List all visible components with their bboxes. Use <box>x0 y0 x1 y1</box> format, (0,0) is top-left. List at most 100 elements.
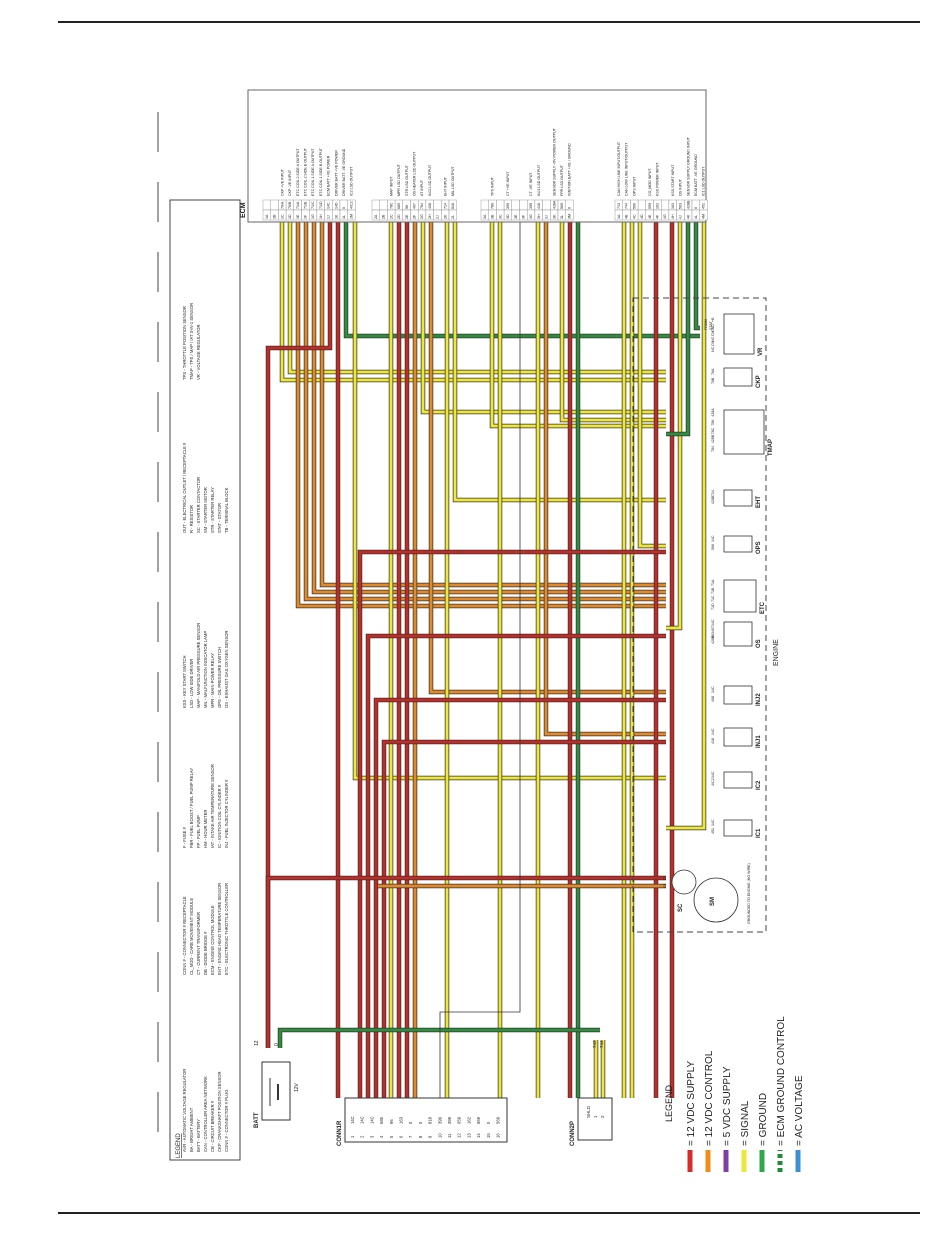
abbrev-entry: OS - EXHAUST GAS OXYGEN SENSOR <box>224 631 229 708</box>
wire-color-legend: LEGEND = 12 VDC SUPPLY= 12 VDC CONTROL= … <box>664 1016 805 1172</box>
wire-sensor-ground-fill <box>666 222 690 436</box>
ecm-pin-wire: 784 <box>420 203 424 209</box>
oil-pressure-switch-label: OPS <box>756 541 762 554</box>
ecm-pin-wire: 428A <box>552 200 556 209</box>
ecm-pin-id: 2K <box>443 214 447 219</box>
ecm-pin-id: 2L <box>451 215 455 219</box>
oxygen-sensor-pin: 407 <box>711 626 715 632</box>
ecm-pin-wire: 0 <box>568 207 572 209</box>
ecm-pin-function: IGNITION BATT +VE / GROUND <box>568 143 572 196</box>
ecm-pin-wire: 569 <box>560 203 564 209</box>
ignition-coil-2-label: IC2 <box>756 780 762 790</box>
conn1r-pin: 2 <box>360 1135 365 1138</box>
ecm-pin-wire: 163 <box>671 203 675 209</box>
conn2p-pin-1: 1 <box>593 1115 598 1118</box>
conn1r-wire: 818 <box>428 1116 433 1124</box>
abbrev-entry: FBR - FUEL BOOST / FUEL PUMP RELAY <box>189 768 194 848</box>
abbrev-entry: TB - TERMINAL BLOCK <box>224 487 229 533</box>
wire-ecm-batt <box>265 222 333 1048</box>
ecm-pin-id: 3M <box>568 214 572 219</box>
conn1r-pin: 14 <box>476 1133 481 1138</box>
legend-entry: = 12 VDC SUPPLY <box>686 1061 697 1146</box>
ecm-pin-function: OS HEATER LSD OUTPUT <box>413 151 417 196</box>
battery: BATT 12V 12 0 <box>254 1040 300 1128</box>
legend-entry: = SIGNAL <box>740 1100 751 1146</box>
abbrev-legend-title: LEGEND <box>176 1133 182 1158</box>
wire-ic2-output-fill <box>353 222 666 780</box>
ecm-pin-id: 1H <box>319 214 323 219</box>
ecm-pin-id: 3H <box>537 214 541 219</box>
ecm-pin-wire: 818 <box>451 203 455 209</box>
wire-os-input-fill <box>666 222 682 630</box>
conn1r-wire: 14C <box>369 1116 374 1124</box>
ecm-pin-function: ECM BATT +VE POWER <box>327 155 331 196</box>
ecm-pin-id: 4E <box>648 214 652 219</box>
conn1r-wire: 14C <box>350 1116 355 1124</box>
ecm-pin-function: DRIVER BATT -VE GROUND <box>342 148 346 196</box>
crankshaft-sensor-pin: 76B <box>711 377 715 384</box>
oil-pressure-switch-pin: 14C <box>711 535 715 542</box>
abbrev-entry: ETC - ELECTRONIC THROTTLE CONTROLLER <box>224 883 229 975</box>
conn1r-wire: 0 <box>418 1121 423 1124</box>
conn1r-pin: 3 <box>369 1135 374 1138</box>
wire-14c-inj1-fill <box>382 740 666 1098</box>
abbrev-entry: R - RESISTOR <box>189 505 194 533</box>
conn1r-pin: 6 <box>399 1135 404 1138</box>
ecm-pin-id: 1G <box>311 214 315 219</box>
ecm-pin-wire: 744 <box>625 203 629 209</box>
battery-voltage: 12V <box>294 1082 300 1092</box>
ecm-pin-function: INJ1 LSD OUTPUT <box>537 164 541 196</box>
oxygen-sensor-pin: 563 <box>711 632 715 638</box>
abbrev-entry: CB - CIRCUIT BREAKER # <box>210 1100 215 1152</box>
ecm-pin-id: 1A <box>265 214 269 219</box>
ecm-pin-id: 4K <box>686 214 690 219</box>
ecm-pin-function: EHT INPUT <box>443 176 447 196</box>
wire-batt-ground-fill <box>278 1028 600 1048</box>
ecm-pin-id: 2D <box>397 214 401 219</box>
ecm-pin-id: 3B <box>491 214 495 219</box>
abbrev-entry: EHT - ENGINE HEAD TEMPERATURE SENSOR <box>217 883 222 975</box>
abbrev-entry: MPR - MAIN POWER RELAY <box>210 653 215 708</box>
conn1r-pin: 8 <box>418 1135 423 1138</box>
ecm-pin-wire: 451 <box>702 203 706 209</box>
ecm-pin-function: DRIVER BATT +VE POWER <box>334 150 338 196</box>
ecm-pin-id: 3F <box>522 214 526 219</box>
ecm-pin-function: CT +VE INPUT <box>506 171 510 196</box>
ecm-pin-function: AT INPUT <box>420 179 424 196</box>
conn1r-pin: 11 <box>447 1133 452 1138</box>
conn1r-wire: 163 <box>399 1116 404 1124</box>
wire-14c-ops-fill <box>358 550 666 1098</box>
conn1r: CONN1R 114C214C314C468559661637080981810… <box>337 1097 508 1146</box>
ecm-pin-id: 4G <box>663 214 667 219</box>
ecm-pin-id: 1B <box>273 214 277 219</box>
ecm-pin-id: 3L <box>560 215 564 219</box>
abbrev-entry: STAT - STATOR <box>217 503 222 533</box>
injector-2-pin: 14C <box>711 686 715 693</box>
throttle-controller-label: ETC <box>760 601 766 614</box>
tmap-sensor-pin: 78C <box>711 427 715 434</box>
wire-ckp-neg-fill <box>288 222 666 374</box>
ecm-pin-wire: 78C <box>389 202 393 209</box>
wire-sensor-ground <box>666 222 691 437</box>
conn1r-wire: 96 <box>389 1119 394 1124</box>
abbrev-entry: MAP - MANIFOLD AIR PRESSURE SENSOR <box>196 623 201 708</box>
battery-wire-12: 12 <box>254 1040 260 1046</box>
throttle-controller-pin: 71B <box>711 587 715 594</box>
abbrev-entry: OUT - ELECTRICAL OUTLET / RECEPTACLE # <box>182 442 187 533</box>
ecm-pin-function: KSS START INPUT <box>671 164 675 196</box>
crankshaft-sensor-pin: 76A <box>711 368 715 375</box>
conn1r-pin: 16 <box>496 1133 501 1138</box>
ecm-pin-function: TPS INPUT <box>491 176 495 196</box>
ecm-pin-id: 4D <box>640 214 644 219</box>
ecm-pin-id: 1J <box>327 215 331 219</box>
ecm-pin-id: 3D <box>506 214 510 219</box>
wire-tps-fill <box>490 222 666 428</box>
ecm-pin-wire: 71/B <box>304 201 308 209</box>
